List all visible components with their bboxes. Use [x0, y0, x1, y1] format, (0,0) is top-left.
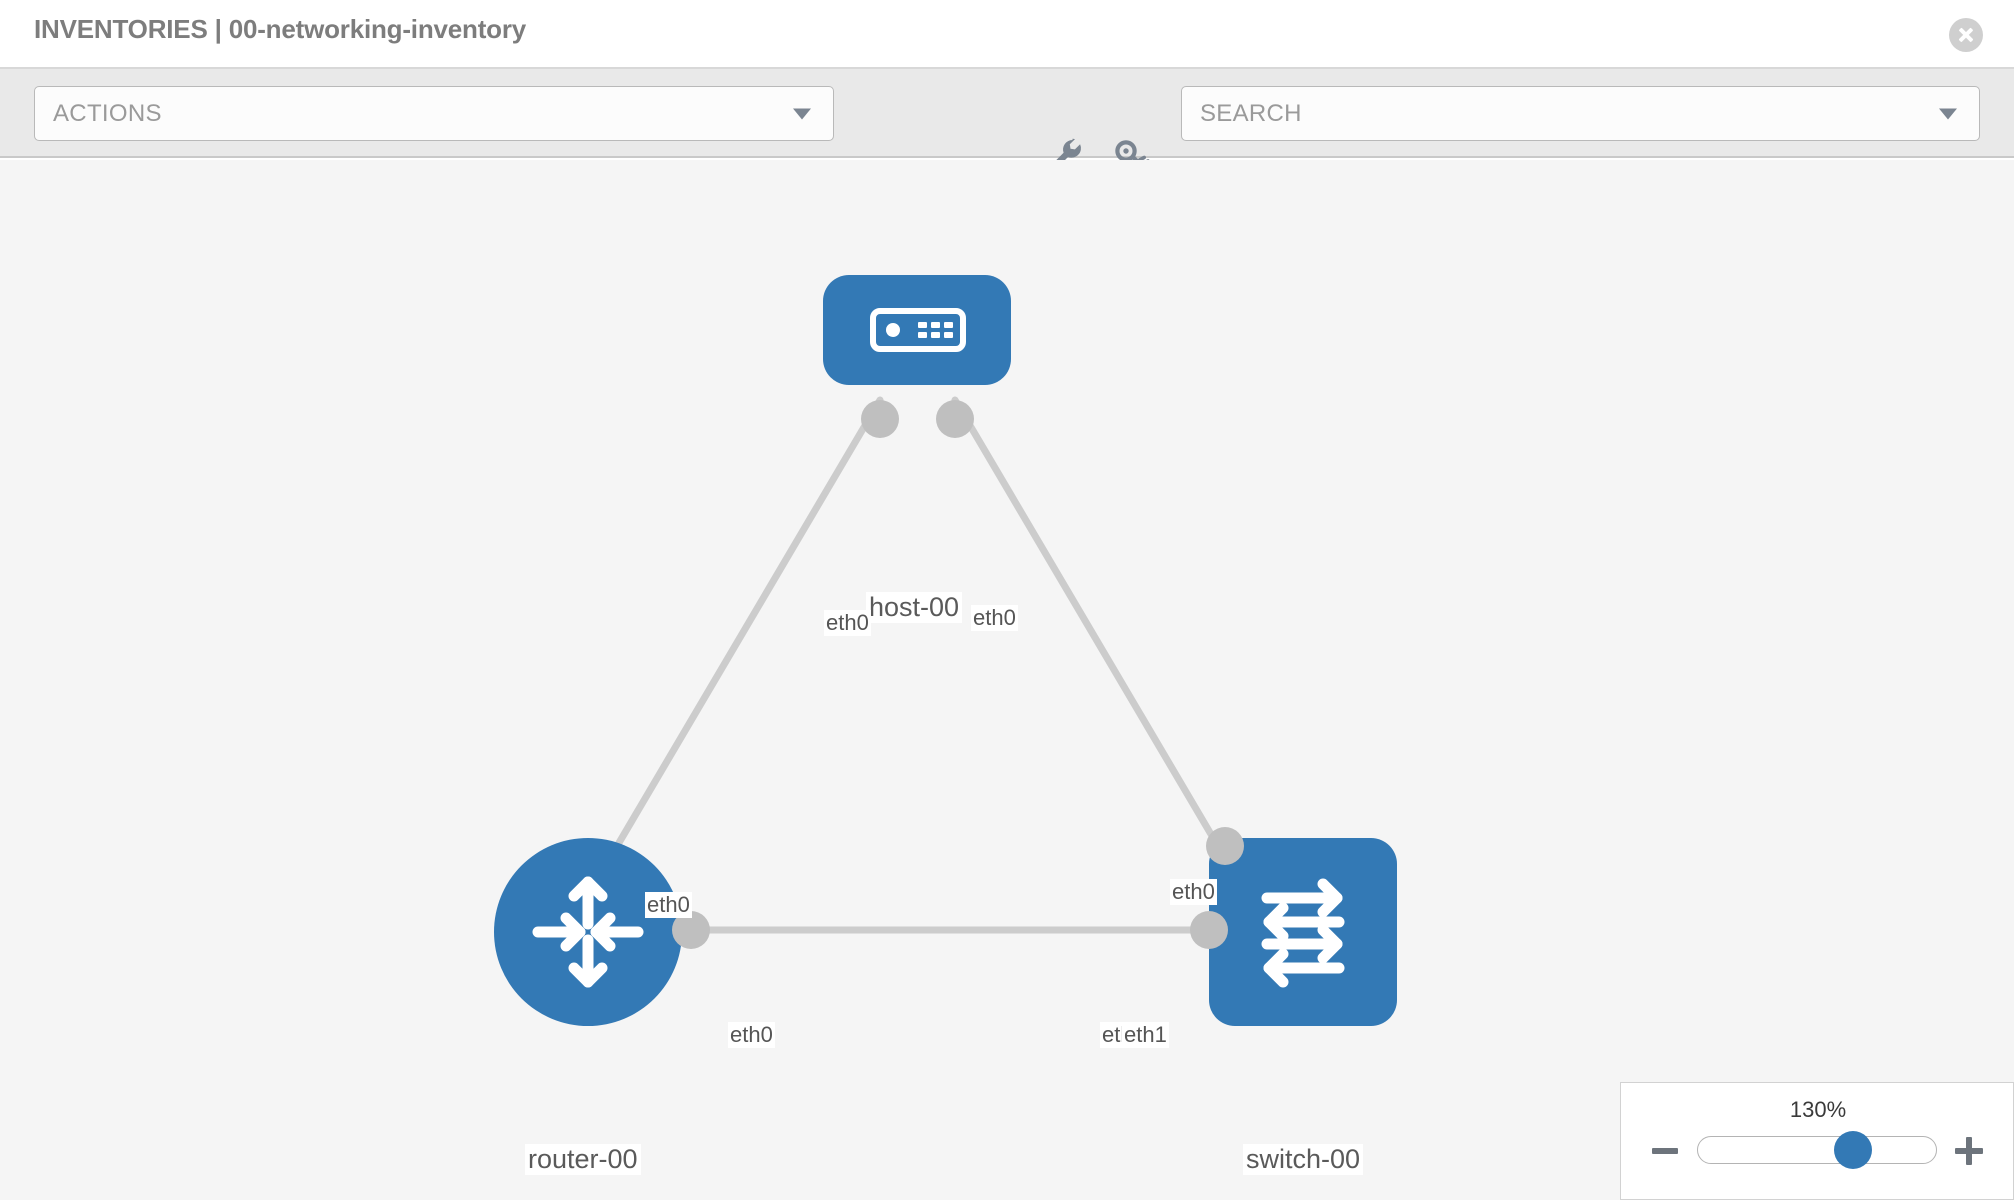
edge-label-host-eth0-right: eth0 — [971, 605, 1018, 631]
edge-label-router-eth0: eth0 — [728, 1022, 775, 1048]
edge-label-host-eth0-left: eth0 — [824, 610, 871, 636]
plus-icon[interactable] — [1953, 1135, 1985, 1167]
server-device-icon — [870, 308, 966, 352]
chevron-down-icon[interactable] — [1939, 108, 1957, 119]
host-node-shape[interactable] — [823, 275, 1011, 385]
zoom-slider-thumb[interactable] — [1833, 1131, 1872, 1169]
zoom-slider[interactable] — [1697, 1131, 1937, 1169]
chevron-down-icon — [793, 108, 811, 119]
bidirectional-arrows-icon — [1261, 878, 1345, 988]
actions-dropdown-label: ACTIONS — [53, 100, 162, 127]
node-label-host-00: host-00 — [866, 592, 963, 623]
zoom-control-panel: 130% — [1620, 1082, 2014, 1200]
port-switch-eth1-left[interactable] — [1190, 911, 1228, 949]
edge-label-switch-uplink-eth0: eth0 — [1170, 879, 1217, 905]
topology-node-host-00[interactable] — [823, 275, 1011, 385]
window-header: INVENTORIES | 00-networking-inventory — [0, 0, 2014, 69]
edge-host-switch — [951, 396, 1239, 879]
switch-node-shape[interactable] — [1209, 838, 1397, 1026]
router-node-shape[interactable] — [494, 838, 682, 1026]
port-switch-eth0-top[interactable] — [1206, 827, 1244, 865]
toolbar: ACTIONS SEARCH — [0, 69, 2014, 172]
actions-dropdown[interactable]: ACTIONS — [34, 86, 834, 141]
topology-node-switch-00[interactable] — [1209, 838, 1397, 1026]
search-input[interactable]: SEARCH — [1181, 86, 1980, 141]
search-placeholder: SEARCH — [1200, 100, 1302, 127]
close-icon[interactable] — [1949, 18, 1983, 52]
node-label-router-00: router-00 — [525, 1144, 641, 1175]
topology-edges — [596, 396, 1239, 934]
minus-icon[interactable] — [1650, 1135, 1682, 1167]
four-arrows-icon — [532, 876, 644, 988]
port-host-eth0-right[interactable] — [936, 400, 974, 438]
topology-node-router-00[interactable] — [494, 838, 682, 1026]
node-label-switch-00: switch-00 — [1243, 1144, 1364, 1175]
edge-host-router — [596, 396, 884, 879]
page-title: INVENTORIES | 00-networking-inventory — [34, 14, 527, 44]
port-host-eth0-left[interactable] — [861, 400, 899, 438]
edge-label-router-uplink-eth0: eth0 — [645, 892, 692, 918]
zoom-percent-label: 130% — [1789, 1097, 1847, 1122]
topology-canvas[interactable]: host-00 router-00 — [0, 160, 2014, 1200]
edge-label-switch-eth1: eth1 — [1122, 1022, 1169, 1048]
